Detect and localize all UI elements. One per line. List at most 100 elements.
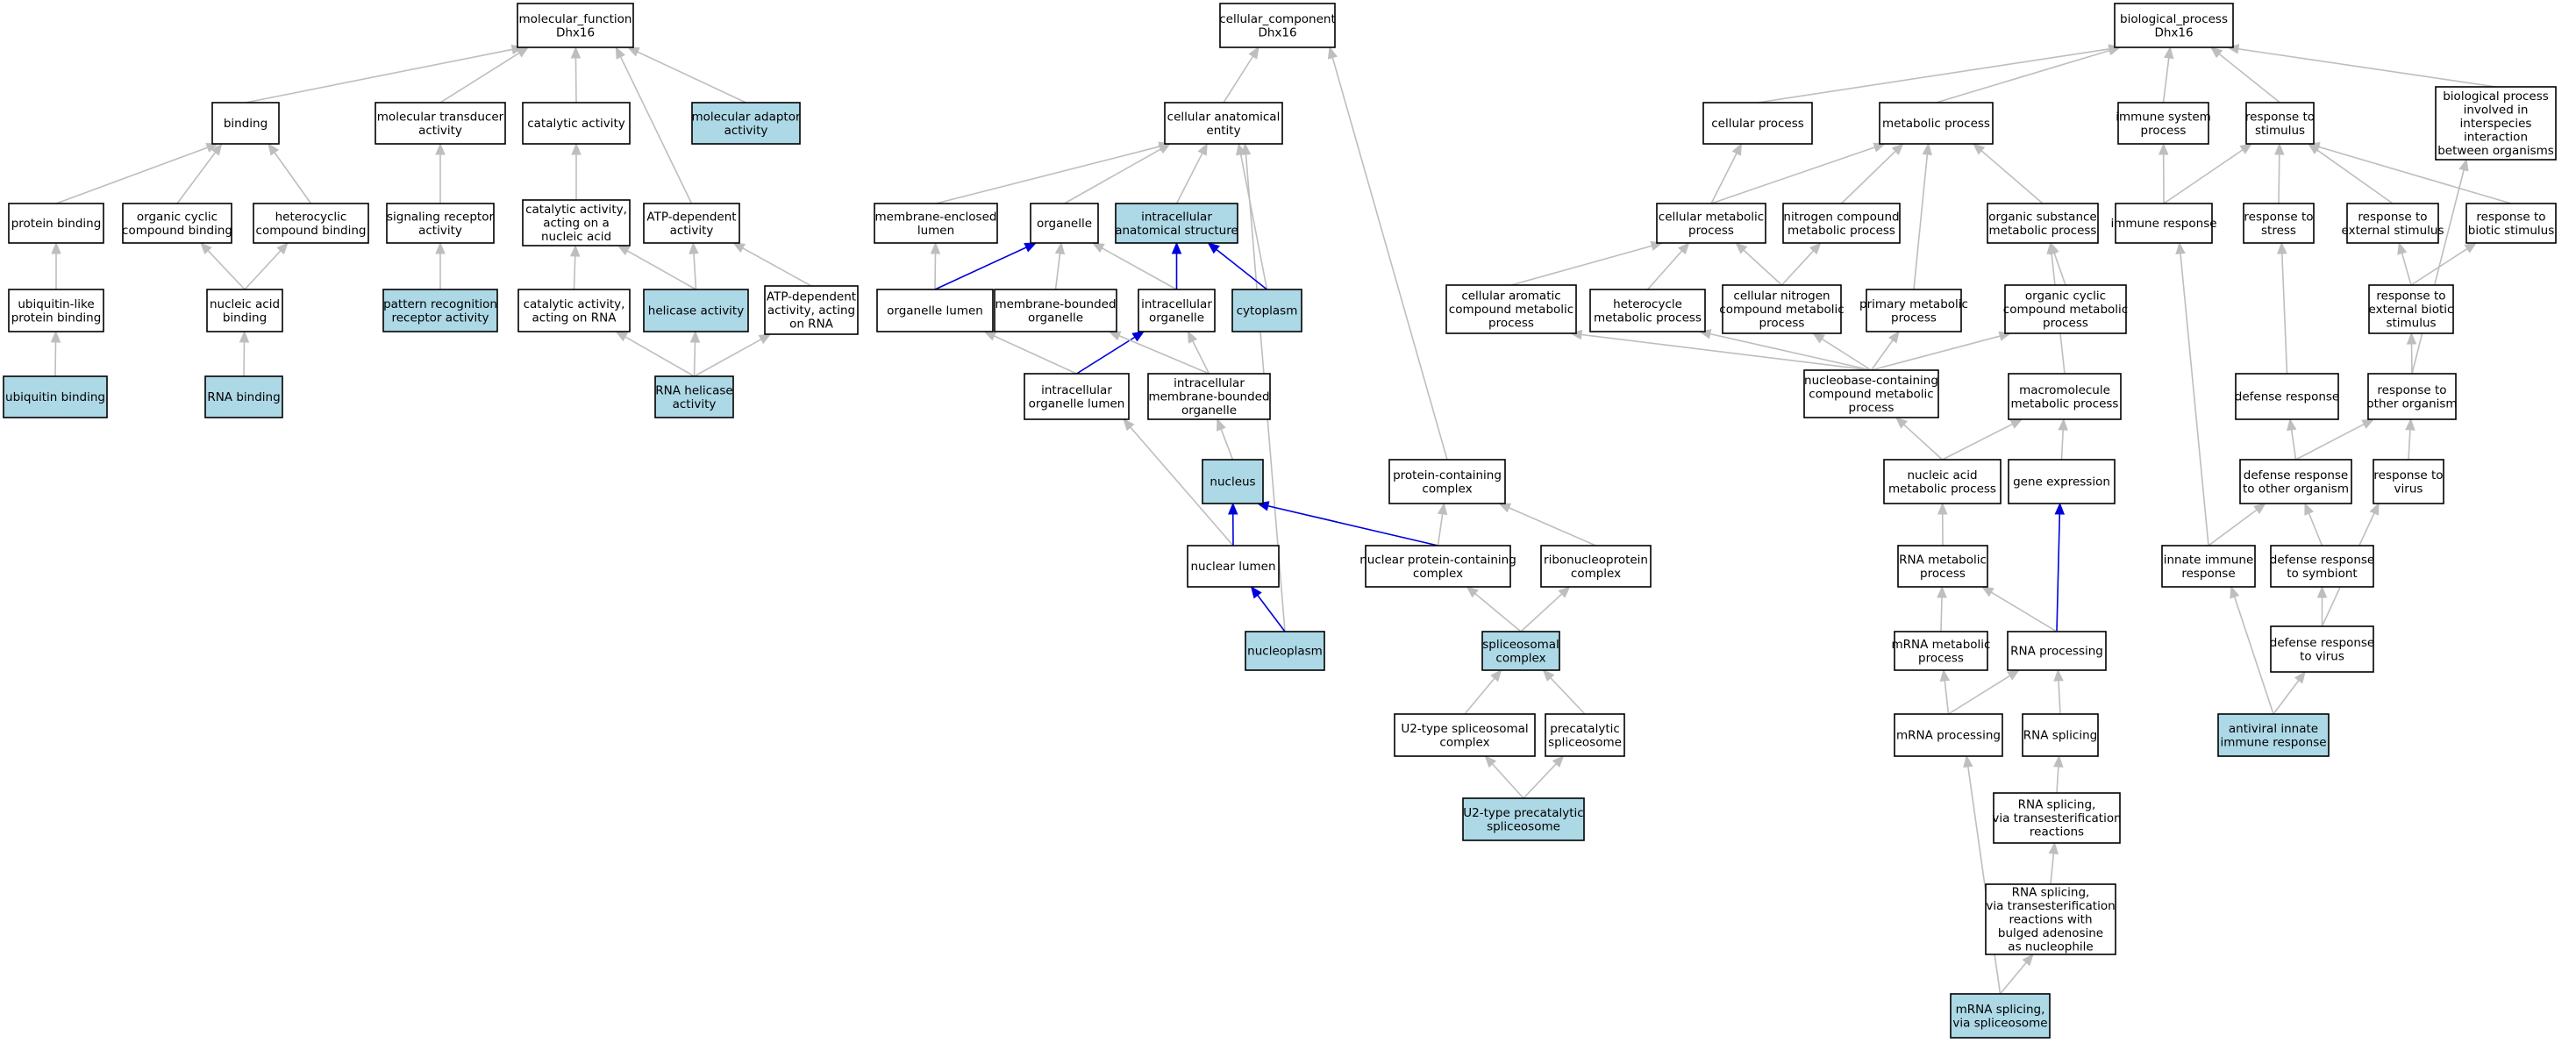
node-box	[1187, 545, 1280, 588]
edge-arrowhead	[1248, 46, 1259, 60]
node-rna-processing[interactable]: RNA processing	[2007, 631, 2107, 671]
edge-line	[1581, 333, 1872, 371]
node-label-line: RNA splicing,	[2018, 798, 2096, 812]
node-box	[1462, 797, 1585, 841]
edge-arrowhead	[2274, 142, 2285, 155]
edge-arrowhead	[983, 331, 997, 341]
node-cellular-process[interactable]: cellular process	[1702, 102, 1813, 145]
edge-line	[2318, 146, 2512, 204]
edge-arrow	[1250, 585, 1286, 632]
node-label-line: metabolic process	[1594, 311, 1702, 325]
edge-line	[2316, 149, 2394, 204]
node-mrna-splicing[interactable]: mRNA splicing,via spliceosome	[1950, 993, 2051, 1039]
node-binding[interactable]: binding	[211, 102, 280, 145]
node-protein-binding[interactable]: protein binding	[8, 203, 104, 244]
edge-line	[244, 250, 282, 290]
node-label-line: organelle lumen	[887, 304, 983, 318]
node-nuclear-lumen[interactable]: nuclear lumen	[1187, 545, 1280, 588]
node-rna-splicing-trans[interactable]: RNA splicing,via transesterificationreac…	[1992, 792, 2122, 844]
node-rna-binding[interactable]: RNA binding	[204, 375, 283, 418]
edge-line	[1192, 340, 1210, 375]
edge-arrow	[1498, 503, 1596, 547]
node-mrna-processing[interactable]: mRNA processing	[1894, 713, 2003, 757]
node-cat-rna[interactable]: catalytic activity,acting on RNA	[517, 289, 631, 332]
node-label-line: activity	[673, 397, 717, 411]
node-organelle-lumen[interactable]: organelle lumen	[876, 289, 994, 332]
node-gene-expression[interactable]: gene expression	[2008, 459, 2116, 504]
node-nucleoplasm[interactable]: nucleoplasm	[1245, 631, 1325, 671]
node-helicase[interactable]: helicase activity	[643, 289, 749, 332]
edge-arrowhead	[1228, 502, 1238, 515]
node-rna-splicing[interactable]: RNA splicing	[2022, 713, 2099, 757]
node-rna-splicing-bulged[interactable]: RNA splicing,via transesterificationreac…	[1985, 883, 2116, 955]
node-label-line: helicase activity	[648, 304, 744, 318]
node-ub-binding[interactable]: ubiquitin binding	[3, 375, 108, 418]
node-metabolic-process[interactable]: metabolic process	[1879, 102, 1994, 145]
node-organelle[interactable]: organelle	[1030, 203, 1099, 244]
node-defense-response[interactable]: defense response	[2235, 373, 2339, 420]
node-nucleus[interactable]: nucleus	[1202, 459, 1264, 504]
node-immune-response[interactable]: immune response	[2110, 203, 2217, 244]
edge-arrow	[50, 330, 61, 377]
node-cytoplasm[interactable]: cytoplasm	[1231, 289, 1302, 332]
node-label-line: metabolic process	[2011, 396, 2119, 411]
node-catalytic[interactable]: catalytic activity	[522, 102, 631, 145]
